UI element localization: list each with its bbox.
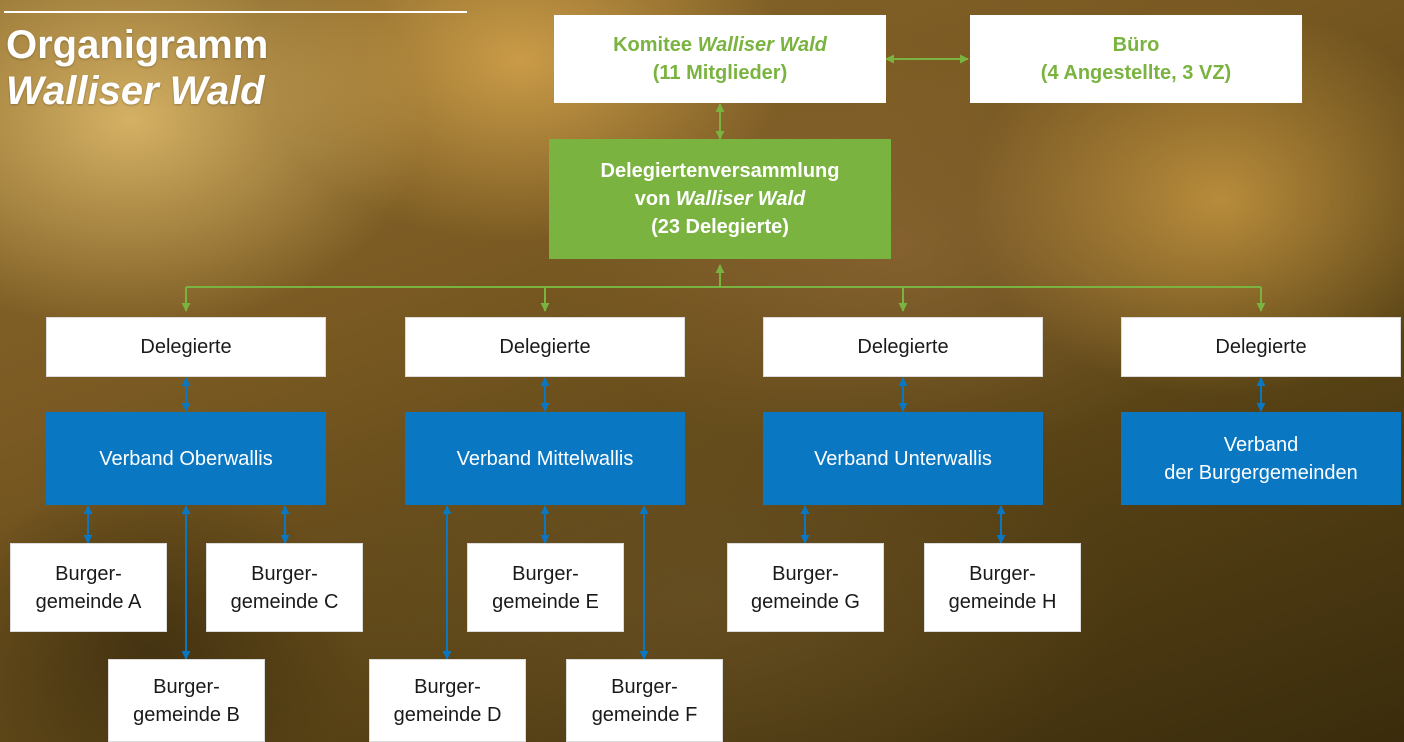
burgergemeinde-a-box: Burger- gemeinde A xyxy=(10,543,167,632)
burgergemeinde-c-box: Burger- gemeinde C xyxy=(206,543,363,632)
versammlung-line-1: Delegiertenversammlung xyxy=(600,160,840,182)
komitee-box: Komitee Walliser Wald (11 Mitglieder) xyxy=(554,15,886,103)
versammlung-line-2-prefix: von xyxy=(634,188,676,210)
burgergemeinde-e-box: Burger- gemeinde E xyxy=(467,543,624,632)
delegiertenversammlung-box: Delegiertenversammlung von Walliser Wald… xyxy=(549,139,891,259)
delegierte-box-4: Delegierte xyxy=(1121,317,1401,377)
burgergemeinde-e-line-1: Burger- xyxy=(512,562,579,585)
komitee-name: Walliser Wald xyxy=(697,34,827,56)
burgergemeinde-h-line-2: gemeinde H xyxy=(948,590,1057,613)
burgergemeinde-d-box: Burger- gemeinde D xyxy=(369,659,526,742)
komitee-detail: (11 Mitglieder) xyxy=(652,62,788,84)
title-rule xyxy=(4,11,467,13)
burgergemeinde-h-line-1: Burger- xyxy=(969,562,1036,585)
page-title: Organigramm Walliser Wald xyxy=(6,22,268,114)
burgergemeinde-e-line-2: gemeinde E xyxy=(492,590,599,613)
burgergemeinde-h-box: Burger- gemeinde H xyxy=(924,543,1081,632)
burgergemeinde-g-box: Burger- gemeinde G xyxy=(727,543,884,632)
verband-burgergemeinden-line-2: der Burgergemeinden xyxy=(1164,461,1358,484)
delegierte-box-3: Delegierte xyxy=(763,317,1043,377)
burgergemeinde-b-line-1: Burger- xyxy=(153,675,220,698)
title-line-2: Walliser Wald xyxy=(6,69,265,113)
komitee-line-1: Komitee Walliser Wald xyxy=(613,31,827,59)
burgergemeinde-d-line-1: Burger- xyxy=(414,675,481,698)
burgergemeinde-g-line-1: Burger- xyxy=(772,562,839,585)
burgergemeinde-a-line-2: gemeinde A xyxy=(35,590,142,613)
delegierte-box-2: Delegierte xyxy=(405,317,685,377)
verband-unterwallis-box: Verband Unterwallis xyxy=(763,412,1043,505)
versammlung-line-2: von Walliser Wald xyxy=(635,185,805,213)
burgergemeinde-c-line-2: gemeinde C xyxy=(230,590,339,613)
burgergemeinde-d-line-2: gemeinde D xyxy=(393,703,502,726)
versammlung-line-3: (23 Delegierte) xyxy=(651,216,789,238)
burgergemeinde-b-box: Burger- gemeinde B xyxy=(108,659,265,742)
buero-line-1: Büro xyxy=(1112,34,1160,56)
burgergemeinde-b-line-2: gemeinde B xyxy=(133,703,240,726)
burgergemeinde-g-line-2: gemeinde G xyxy=(751,590,860,613)
komitee-prefix: Komitee xyxy=(613,34,698,56)
burgergemeinde-c-line-1: Burger- xyxy=(251,562,318,585)
verband-mittelwallis-box: Verband Mittelwallis xyxy=(405,412,685,505)
title-line-1: Organigramm xyxy=(6,23,269,67)
verband-burgergemeinden-line-1: Verband xyxy=(1223,433,1299,456)
burgergemeinde-f-line-1: Burger- xyxy=(611,675,678,698)
versammlung-line-2-name: Walliser Wald xyxy=(675,188,806,210)
buero-line-2: (4 Angestellte, 3 VZ) xyxy=(1040,62,1232,84)
burgergemeinde-a-line-1: Burger- xyxy=(55,562,122,585)
delegierte-box-1: Delegierte xyxy=(46,317,326,377)
burgergemeinde-f-box: Burger- gemeinde F xyxy=(566,659,723,742)
verband-burgergemeinden-box: Verband der Burgergemeinden xyxy=(1121,412,1401,505)
burgergemeinde-f-line-2: gemeinde F xyxy=(591,703,698,726)
verband-oberwallis-box: Verband Oberwallis xyxy=(46,412,326,505)
buero-box: Büro (4 Angestellte, 3 VZ) xyxy=(970,15,1302,103)
